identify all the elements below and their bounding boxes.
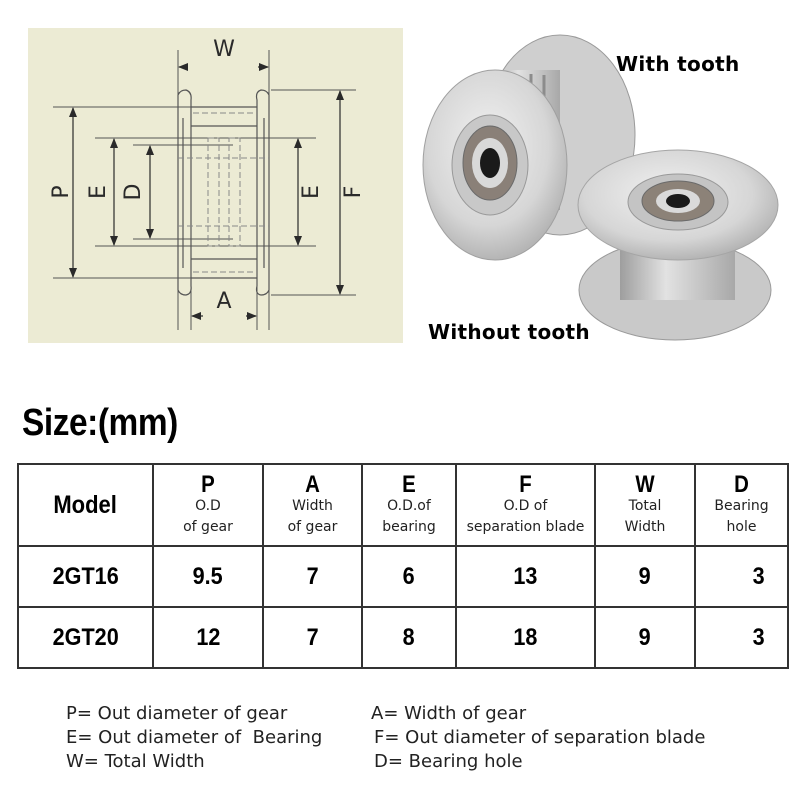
caption-without-tooth: Without tooth	[428, 320, 590, 344]
table-row: 2GT16 9.5 7 6 13 9 3	[17, 545, 789, 608]
legend-item-F: F= Out diameter of separation blade	[374, 727, 706, 748]
label-W: W	[213, 37, 235, 62]
product-photo: With tooth Without tooth	[410, 30, 800, 360]
pulley-drawing: W A P E D E F	[49, 37, 366, 330]
legend-item-W: W= Total Width	[66, 751, 205, 772]
cell-D: 3	[694, 545, 789, 608]
legend-item-E: E= Out diameter of Bearing	[66, 727, 323, 748]
cell-A: 7	[262, 606, 363, 669]
dimension-diagram: W A P E D E F	[28, 28, 403, 343]
legend-item-P: P= Out diameter of gear	[66, 703, 288, 724]
size-heading: Size:(mm)	[22, 402, 178, 444]
label-A: A	[216, 289, 231, 314]
cell-P: 9.5	[152, 545, 264, 608]
label-D: D	[121, 184, 146, 201]
size-table: Model P O.D of gear A Width of gear E O.…	[17, 463, 789, 669]
table-header-row: Model P O.D of gear A Width of gear E O.…	[17, 463, 789, 547]
cell-D: 3	[694, 606, 789, 669]
cell-E: 8	[361, 606, 457, 669]
cell-E: 6	[361, 545, 457, 608]
legend-item-D: D= Bearing hole	[374, 751, 523, 772]
label-P: P	[49, 185, 74, 198]
header-model: Model	[17, 463, 154, 547]
pulley-photo-illustration	[422, 34, 779, 341]
cell-F: 13	[455, 545, 596, 608]
cell-model: 2GT20	[17, 606, 154, 669]
cell-P: 12	[152, 606, 264, 669]
legend-left: P= Out diameter of gear E= Out diameter …	[66, 702, 322, 774]
cell-model: 2GT16	[17, 545, 154, 608]
cell-A: 7	[262, 545, 363, 608]
cell-F: 18	[455, 606, 596, 669]
label-F: F	[341, 186, 366, 199]
cell-W: 9	[594, 606, 696, 669]
legend-right: A= Width of gear F= Out diameter of sepa…	[371, 702, 705, 774]
header-W: W Total Width	[594, 463, 696, 547]
label-E-left: E	[86, 185, 111, 199]
caption-with-tooth: With tooth	[616, 52, 740, 76]
label-E-right: E	[299, 185, 324, 199]
legend-item-A: A= Width of gear	[371, 703, 527, 724]
header-F: F O.D of separation blade	[455, 463, 596, 547]
header-P: P O.D of gear	[152, 463, 264, 547]
smooth-pulley	[577, 149, 779, 341]
header-D: D Bearing hole	[694, 463, 789, 547]
header-E: E O.D.of bearing	[361, 463, 457, 547]
cell-W: 9	[594, 545, 696, 608]
table-row: 2GT20 12 7 8 18 9 3	[17, 606, 789, 669]
toothed-pulley	[422, 34, 636, 261]
header-A: A Width of gear	[262, 463, 363, 547]
